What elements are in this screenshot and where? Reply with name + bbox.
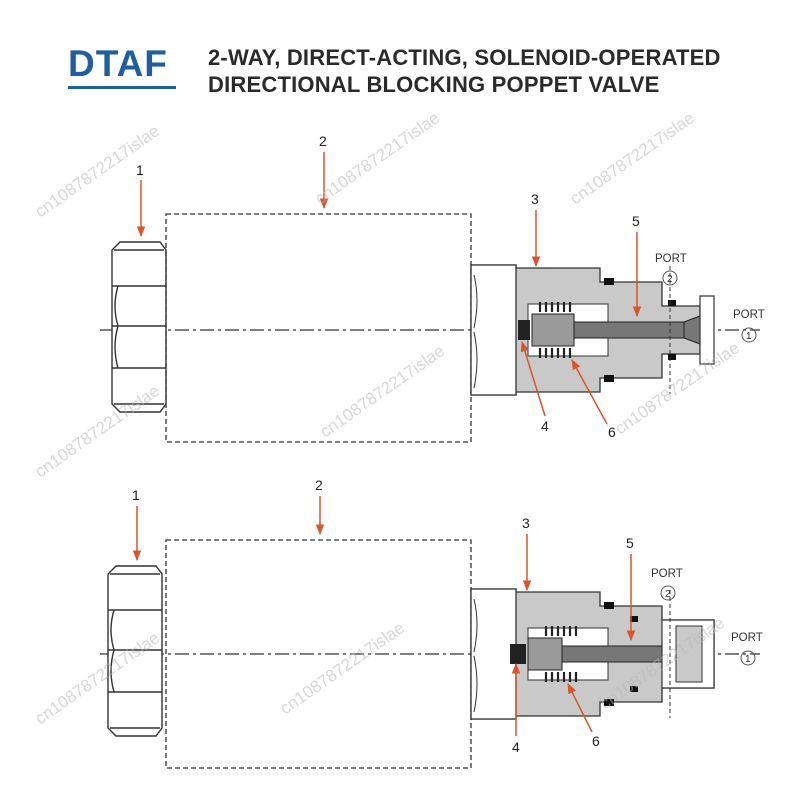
bottom-port2-number: 2 [665, 589, 671, 600]
brand-logo: DTAF [68, 43, 168, 84]
watermark: cn1087872217islae [316, 341, 448, 441]
bottom-callout-3: 3 [522, 515, 530, 531]
top-valve-assembly: PORT 2 PORT 1 1 2 3 5 4 6 [100, 133, 765, 443]
top-callout-2: 2 [319, 133, 327, 149]
top-callout-1: 1 [136, 162, 144, 178]
bottom-port1-number: 1 [745, 654, 751, 665]
bottom-port2-circle [660, 585, 676, 601]
bottom-coil-nut [107, 565, 163, 737]
top-arrow-6 [571, 359, 608, 425]
bottom-valve-assembly: PORT 2 PORT 1 1 2 3 5 4 6 [100, 477, 763, 769]
title-line-2: DIRECTIONAL BLOCKING POPPET VALVE [208, 72, 660, 97]
watermark: cn1087872217islae [311, 108, 443, 208]
top-callout-5: 5 [632, 213, 640, 229]
watermark: cn1087872217islae [276, 618, 408, 718]
bottom-callout-1: 1 [132, 487, 140, 503]
top-coil-outline [165, 213, 472, 443]
bottom-callout-2: 2 [315, 477, 323, 493]
watermark: cn1087872217islae [31, 381, 163, 481]
bottom-callout-5: 5 [626, 535, 634, 551]
bottom-port1-label: PORT [731, 632, 763, 644]
top-callout-3: 3 [531, 191, 539, 207]
top-port2-number: 2 [667, 274, 673, 285]
top-arrow-4 [520, 340, 546, 417]
top-port1-label: PORT [733, 309, 765, 321]
top-callout-6: 6 [608, 424, 616, 440]
top-callout-4: 4 [541, 418, 549, 434]
logo-underline [68, 86, 176, 89]
top-port2-circle [662, 270, 678, 286]
bottom-port1-circle [740, 650, 756, 666]
top-port1-number: 1 [746, 331, 752, 342]
top-port1-circle [741, 327, 757, 343]
bottom-port2-label: PORT [651, 568, 683, 580]
bottom-callout-6: 6 [592, 733, 600, 749]
page-title: 2-WAY, DIRECT-ACTING, SOLENOID-OPERATED … [208, 44, 721, 98]
top-port2-label: PORT [655, 253, 687, 265]
bottom-arrow-6 [567, 683, 593, 733]
top-coil-nut [111, 241, 167, 413]
watermark: cn1087872217islae [566, 108, 698, 208]
title-line-1: 2-WAY, DIRECT-ACTING, SOLENOID-OPERATED [208, 45, 721, 70]
bottom-callout-4: 4 [512, 739, 520, 755]
